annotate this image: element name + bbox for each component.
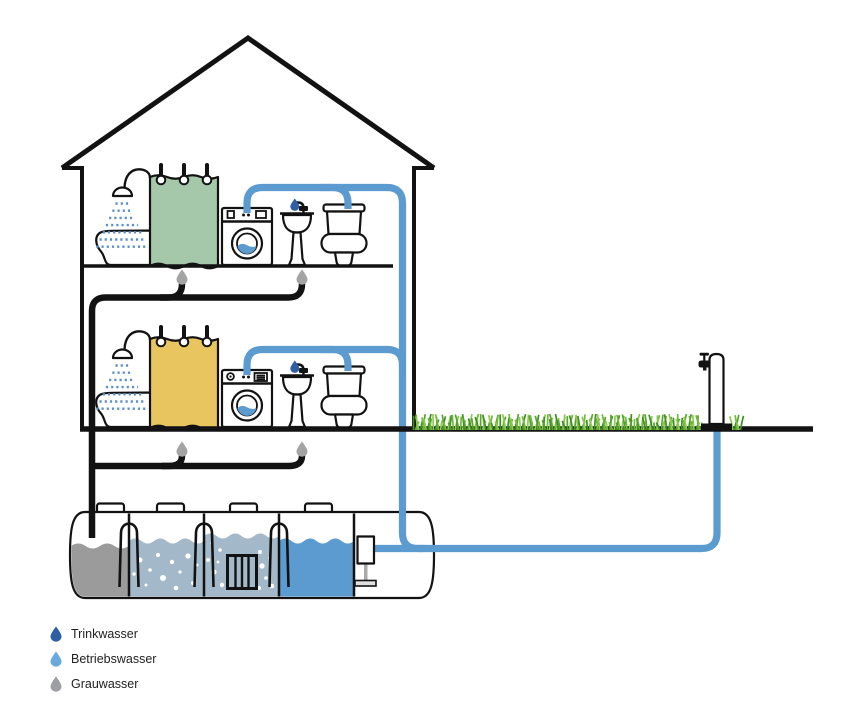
standpipe: [708, 352, 725, 426]
bathtub-icon: [95, 391, 157, 429]
left-wall: [62, 166, 84, 429]
shower-arm-icon: [123, 168, 152, 188]
grauwasser-drop-icon: [176, 269, 188, 285]
legend-label: Grauwasser: [71, 677, 139, 691]
legend: Trinkwasser Betriebswasser Grauwasser: [50, 626, 156, 692]
greywater-branch: [160, 282, 186, 301]
bathtub-icon: [95, 229, 157, 267]
tap-base: [701, 423, 732, 432]
curtain-ring-icon: [201, 174, 213, 186]
shower-arm-icon: [123, 330, 152, 350]
washing-machine-icon: [220, 368, 274, 429]
legend-label: Betriebswasser: [71, 652, 157, 666]
pump-icon: [354, 535, 377, 587]
lawn: [412, 413, 745, 431]
toilet-branch-ground: [320, 345, 352, 371]
betriebswasser-drop-icon: [50, 651, 62, 667]
grauwasser-drop-icon: [176, 441, 188, 457]
storage-tank: [68, 502, 436, 600]
curtain-ring-icon: [155, 174, 167, 186]
house-outline: [60, 34, 436, 429]
legend-label: Trinkwasser: [71, 627, 138, 641]
toilet-icon: [320, 203, 368, 268]
betriebswasser-pipes: [243, 183, 721, 553]
curtain-ring-icon: [178, 336, 190, 348]
curtain-ring-icon: [155, 336, 167, 348]
service-water-main: [243, 183, 721, 553]
shower-head-icon: [111, 348, 134, 360]
toilet-icon: [320, 365, 368, 430]
greywater-downpipe: [88, 282, 306, 538]
grauwasser-drop-icon: [50, 676, 62, 692]
shower-curtain: [148, 336, 220, 432]
faucet-handle-icon: [699, 352, 709, 356]
toilet-branch-upper: [320, 183, 352, 209]
sink-icon: [280, 198, 314, 267]
trinkwasser-drop-icon: [50, 626, 62, 642]
grauwasser-drop-icon: [296, 269, 308, 285]
roof: [60, 34, 436, 171]
filter-icon: [226, 554, 258, 590]
curtain-ring-icon: [201, 336, 213, 348]
shower-curtain: [148, 174, 220, 270]
transfer-pipe-icon: [193, 522, 215, 588]
faucet-stem: [703, 355, 706, 362]
sink-icon: [280, 360, 314, 429]
garden-tap: [698, 352, 732, 432]
legend-item-betriebswasser: Betriebswasser: [50, 651, 156, 667]
transfer-pipe-icon: [268, 522, 290, 588]
legend-item-trinkwasser: Trinkwasser: [50, 626, 156, 642]
faucet-icon: [698, 360, 710, 371]
shower-head-icon: [111, 186, 134, 198]
trinkwasser-drop-icon: [290, 198, 300, 211]
curtain-ring-icon: [178, 174, 190, 186]
legend-item-grauwasser: Grauwasser: [50, 676, 156, 692]
washing-machine-icon: [220, 206, 274, 267]
grauwasser-drop-icon: [296, 441, 308, 457]
greywater-pipes: [88, 269, 308, 538]
right-wall: [412, 166, 434, 429]
floor-upper: [95, 163, 368, 270]
shower-spray-icon: [96, 364, 148, 410]
floor-ground: [95, 325, 368, 432]
trinkwasser-drop-icon: [290, 360, 300, 373]
shower-spray-icon: [96, 202, 148, 248]
transfer-pipe-icon: [118, 522, 140, 588]
tank-internals: [118, 513, 356, 597]
greywater-collector: [92, 454, 306, 470]
